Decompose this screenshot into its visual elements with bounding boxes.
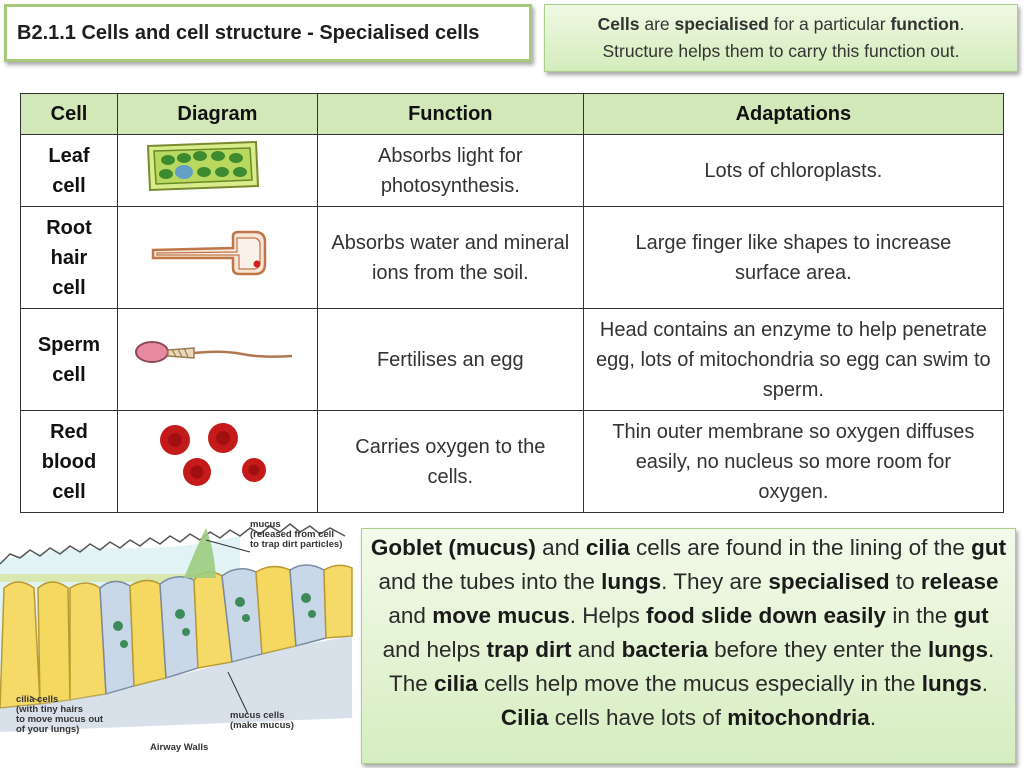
- header-function: Function: [316, 93, 584, 135]
- cell-adaptations: Thin outer membrane so oxygen diffuses e…: [582, 410, 1005, 513]
- body-text: are: [639, 14, 675, 34]
- cell-name: Sperm cell: [20, 308, 118, 411]
- body-text: and: [388, 603, 433, 628]
- sperm-cell-diagram-icon: [116, 308, 318, 411]
- emphasis-text: lungs: [921, 671, 982, 696]
- header-diagram: Diagram: [116, 93, 318, 135]
- body-text: . The: [388, 637, 995, 696]
- label-airway-walls: Airway Walls: [150, 742, 208, 753]
- body-text: . Helps: [569, 603, 647, 628]
- cell-function: Absorbs water and mineral ions from the …: [316, 206, 584, 309]
- emphasis-text: Goblet (mucus): [370, 535, 536, 560]
- emphasis-text: move mucus: [432, 603, 570, 628]
- label-cilia: cilia cells: [16, 694, 58, 705]
- specialised-cells-table: Cell Diagram Function Adaptations Leaf c…: [20, 93, 1005, 513]
- cell-function: Fertilises an egg: [316, 308, 584, 411]
- emphasis-text: lungs: [601, 569, 662, 594]
- emphasis-text: specialised: [768, 569, 890, 594]
- emphasis-text: gut: [953, 603, 989, 628]
- body-text: before they enter the: [707, 637, 929, 662]
- label-cilia-line2: (with tiny hairs: [16, 704, 83, 715]
- table-row: Leaf cell Absorbs light for photosynthes…: [20, 134, 1005, 207]
- emphasis-text: mitochondria: [727, 705, 870, 730]
- root-hair-cell-diagram-icon: [116, 206, 318, 309]
- cell-name: Red blood cell: [20, 410, 118, 513]
- table-header-row: Cell Diagram Function Adaptations: [20, 93, 1005, 135]
- cell-adaptations: Head contains an enzyme to help penetrat…: [582, 308, 1005, 411]
- emphasis-text: gut: [971, 535, 1007, 560]
- body-text: Structure helps them to carry this funct…: [602, 41, 960, 61]
- emphasis-text: Cells: [597, 14, 640, 34]
- body-text: cells have lots of: [548, 705, 728, 730]
- emphasis-text: trap dirt: [486, 637, 572, 662]
- body-text: and helps: [382, 637, 487, 662]
- body-text: and the tubes into the: [378, 569, 602, 594]
- header-cell: Cell: [20, 93, 118, 135]
- body-text: for a particular: [768, 14, 891, 34]
- cell-function: Carries oxygen to the cells.: [316, 410, 584, 513]
- emphasis-text: bacteria: [621, 637, 708, 662]
- goblet-cilia-note: Goblet (mucus) and cilia cells are found…: [361, 528, 1016, 764]
- body-text: and: [535, 535, 586, 560]
- cell-function: Absorbs light for photosynthesis.: [316, 134, 584, 207]
- cell-adaptations: Large finger like shapes to increase sur…: [582, 206, 1005, 309]
- cell-adaptations: Lots of chloroplasts.: [582, 134, 1005, 207]
- body-text: .: [981, 671, 989, 696]
- body-text: to: [889, 569, 921, 594]
- slide-title-box: B2.1.1 Cells and cell structure - Specia…: [4, 4, 532, 62]
- label-mucus-line2: (released from cell: [250, 529, 334, 540]
- emphasis-text: specialised: [674, 14, 769, 34]
- emphasis-text: function: [890, 14, 960, 34]
- label-cilia-line4: of your lungs): [16, 724, 79, 735]
- body-text: cells help move the mucus especially in …: [477, 671, 922, 696]
- body-text: and: [571, 637, 622, 662]
- label-mucus: mucus: [250, 519, 281, 530]
- label-mucus-cells-line2: (make mucus): [230, 720, 294, 731]
- label-cilia-line3: to move mucus out: [16, 714, 104, 725]
- leaf-cell-diagram-icon: [116, 134, 318, 207]
- emphasis-text: release: [920, 569, 999, 594]
- cell-name: Leaf cell: [20, 134, 118, 207]
- body-text: cells are found in the lining of the: [629, 535, 972, 560]
- table-row: Root hair cell Absorbs water and mineral…: [20, 206, 1005, 309]
- body-text: in the: [886, 603, 954, 628]
- label-mucus-cells: mucus cells: [230, 710, 284, 721]
- emphasis-text: cilia: [434, 671, 478, 696]
- emphasis-text: cilia: [585, 535, 630, 560]
- emphasis-text: lungs: [928, 637, 989, 662]
- slide-title: B2.1.1 Cells and cell structure - Specia…: [17, 21, 480, 44]
- header-adaptations: Adaptations: [582, 93, 1005, 135]
- airway-walls-diagram: mucus (released from cell to trap dirt p…: [0, 519, 353, 753]
- table-row: Sperm cell Fertilises an egg Head contai…: [20, 308, 1005, 411]
- emphasis-text: food slide down easily: [646, 603, 887, 628]
- body-text: . They are: [661, 569, 769, 594]
- table-row: Red blood cell Carries oxygen to the cel…: [20, 410, 1005, 513]
- cell-name: Root hair cell: [20, 206, 118, 309]
- intro-note: Cells are specialised for a particular f…: [544, 4, 1018, 72]
- body-text: .: [959, 14, 965, 34]
- body-text: .: [869, 705, 877, 730]
- label-mucus-line3: to trap dirt particles): [250, 539, 342, 550]
- red-blood-cell-diagram-icon: [116, 410, 318, 513]
- emphasis-text: Cilia: [500, 705, 549, 730]
